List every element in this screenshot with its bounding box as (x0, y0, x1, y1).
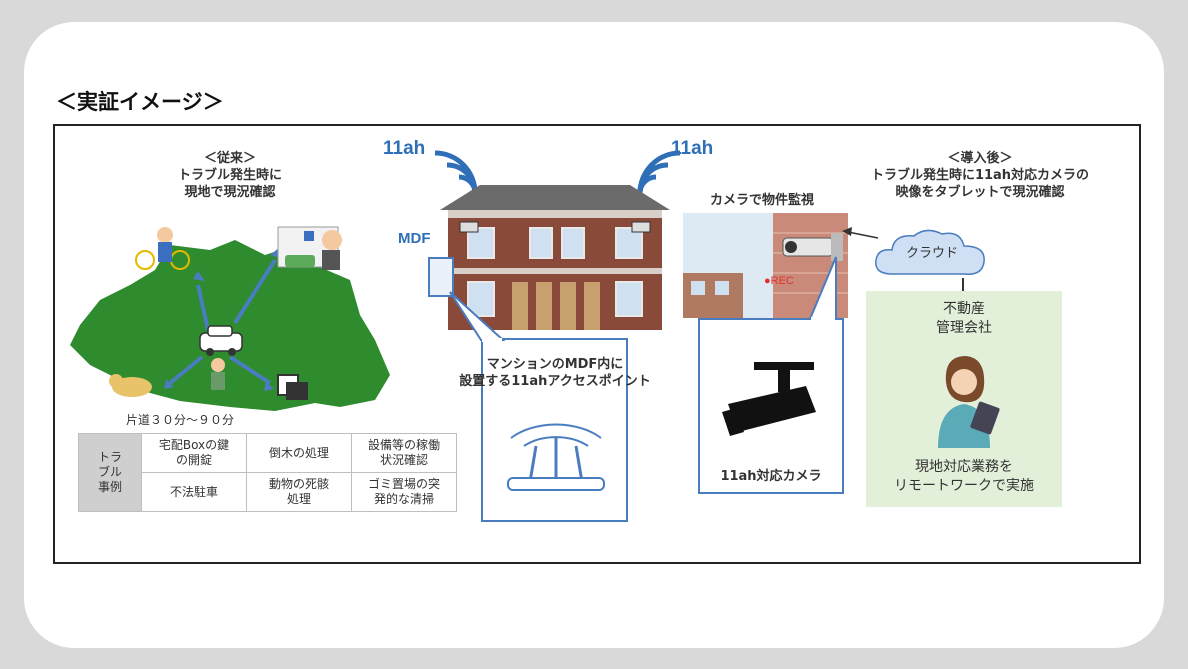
case-cell: 動物の死骸 処理 (246, 472, 352, 512)
camera-callout-pointer (808, 256, 837, 321)
worker-icon (211, 358, 225, 390)
mdf-label: MDF (398, 230, 431, 247)
security-camera-icon (722, 362, 816, 436)
access-point-caption: マンションのMDF内に 設置する11ahアクセスポイント (440, 356, 670, 390)
before-title-line2: トラブル発生時に (177, 168, 282, 183)
arrow-lines (168, 258, 277, 385)
after-title-line1: ＜導入後＞ (947, 151, 1013, 166)
case-cell: 設備等の稼働 状況確認 (351, 433, 457, 473)
camera-label: 11ah対応カメラ (720, 469, 822, 484)
delivery-box-icon (277, 374, 308, 400)
company-name: 不動産 管理会社 (866, 300, 1062, 338)
trouble-cases-table: トラ ブル 事例 宅配Boxの鍵 の開錠 倒木の処理 設備等の稼働 状況確認 不… (78, 433, 457, 512)
company-line2: 管理会社 (936, 320, 992, 336)
cases-table-header: トラ ブル 事例 (78, 433, 142, 512)
before-title-line3: 現地で現況確認 (184, 185, 276, 200)
callout-pointer (449, 291, 505, 342)
work-line1: 現地対応業務を (915, 459, 1013, 475)
company-line1: 不動産 (943, 301, 985, 317)
case-cell: 宅配Boxの鍵 の開錠 (141, 433, 247, 473)
work-line2: リモートワークで実施 (894, 478, 1034, 494)
after-title-line2: トラブル発生時に11ah対応カメラの (870, 168, 1090, 183)
cloud-label: クラウド (905, 246, 958, 261)
car-icon (199, 325, 243, 356)
region-map (70, 226, 390, 411)
cloud-to-camera-arrow (842, 227, 879, 239)
wifi-label-right: 11ah (671, 138, 714, 159)
case-cell: 倒木の処理 (246, 433, 352, 473)
case-cell: 不法駐車 (141, 472, 247, 512)
access-point-callout (481, 338, 628, 522)
access-point-router-icon (507, 423, 605, 491)
illegal-parking-icon (277, 226, 342, 270)
case-cell: ゴミ置場の突 発的な清掃 (351, 472, 457, 512)
mdf-box (428, 257, 454, 297)
before-title-line1: ＜従来＞ (203, 151, 256, 166)
page-title: ＜実証イメージ＞ (56, 90, 224, 114)
wifi-label-left: 11ah (383, 138, 426, 159)
after-title: ＜導入後＞ トラブル発生時に11ah対応カメラの 映像をタブレットで現況確認 (845, 150, 1115, 201)
bicycle-person-icon (135, 227, 190, 270)
rec-indicator: ●REC (764, 275, 794, 287)
ap-caption-line2: 設置する11ahアクセスポイント (459, 374, 651, 389)
before-title: ＜従来＞ トラブル発生時に 現地で現況確認 (150, 150, 310, 201)
animal-icon (109, 374, 152, 397)
after-title-line3: 映像をタブレットで現況確認 (895, 185, 1065, 200)
travel-time-label: 片道３０分～９０分 (125, 413, 234, 427)
camera-caption: カメラで物件監視 (709, 193, 814, 208)
apartment-building-icon (440, 185, 670, 330)
remote-work-text: 現地対応業務を リモートワークで実施 (866, 458, 1062, 496)
ap-caption-line1: マンションのMDF内に (486, 357, 624, 372)
cloud-icon (875, 229, 985, 275)
woman-with-tablet-icon (938, 356, 1000, 448)
cloud-connector (962, 278, 964, 292)
wifi-signal-right-icon (637, 150, 681, 194)
